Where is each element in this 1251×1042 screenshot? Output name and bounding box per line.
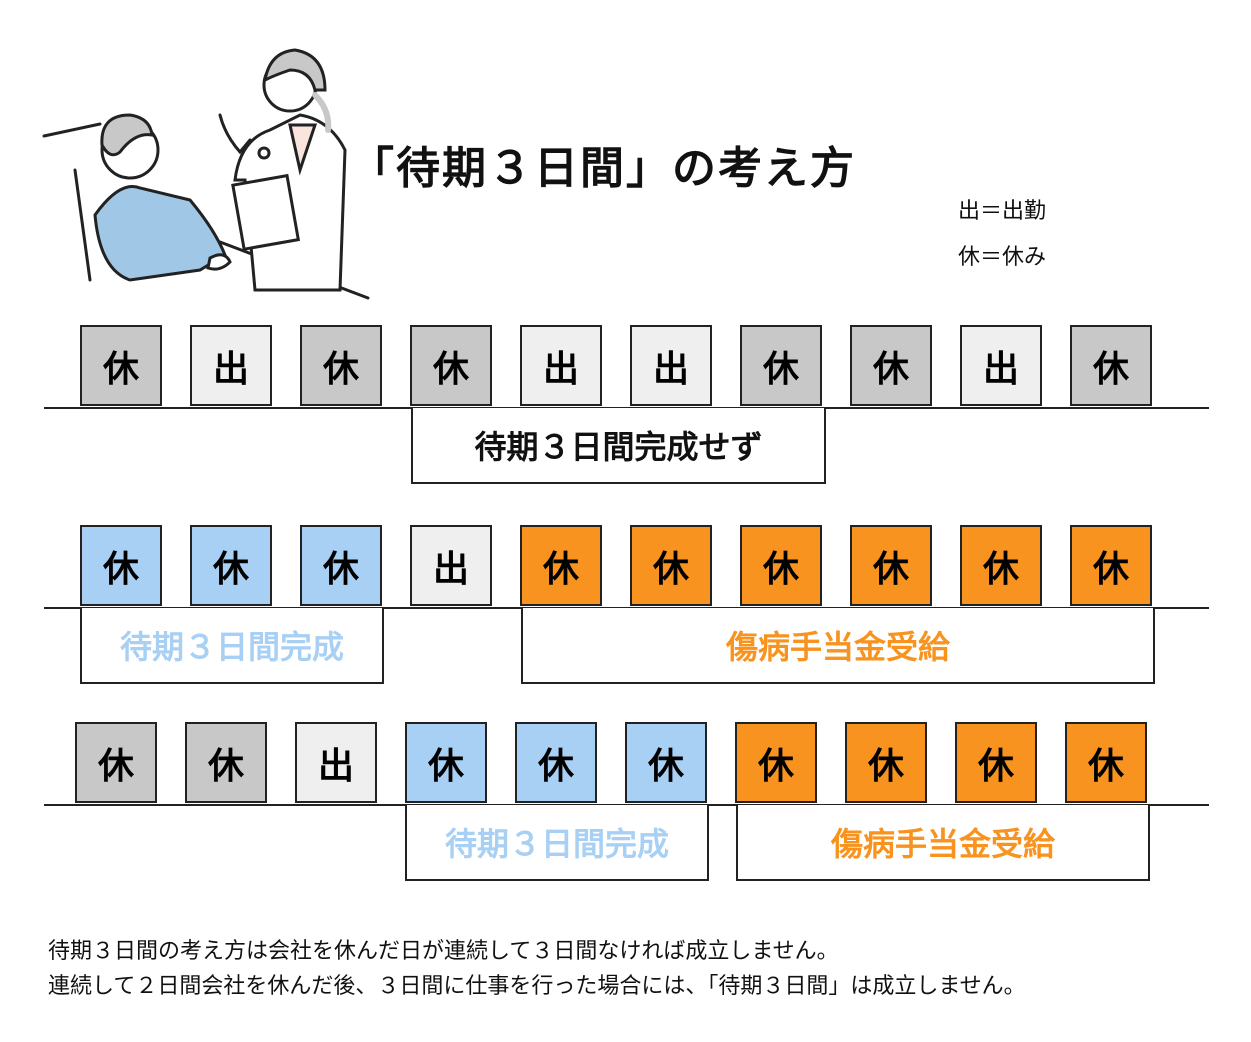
period-label: 待期３日間完成せず — [411, 408, 826, 484]
day-box-off_gray: 休 — [1070, 325, 1152, 406]
period-label: 待期３日間完成 — [80, 608, 384, 684]
legend-off: 休＝休み — [958, 245, 1047, 270]
day-box-off_gray: 休 — [410, 325, 492, 406]
day-box-benefit: 休 — [740, 525, 822, 606]
day-box-benefit: 休 — [1065, 722, 1147, 803]
day-box-benefit: 休 — [850, 525, 932, 606]
day-box-waiting: 休 — [190, 525, 272, 606]
day-box-waiting: 休 — [300, 525, 382, 606]
day-box-off_gray: 休 — [850, 325, 932, 406]
day-box-benefit: 休 — [735, 722, 817, 803]
day-box-off_gray: 休 — [80, 325, 162, 406]
day-box-work: 出 — [295, 722, 377, 803]
day-box-work: 出 — [520, 325, 602, 406]
day-box-work: 出 — [190, 325, 272, 406]
day-box-waiting: 休 — [625, 722, 707, 803]
day-box-work: 出 — [630, 325, 712, 406]
day-box-work: 出 — [410, 525, 492, 606]
footer-note-1: 待期３日間の考え方は会社を休んだ日が連続して３日間なければ成立しません。 — [48, 939, 839, 964]
day-box-off_gray: 休 — [75, 722, 157, 803]
day-box-benefit: 休 — [955, 722, 1037, 803]
footer-note-2: 連続して２日間会社を休んだ後、３日間に仕事を行った場合には、「待期３日間」は成立… — [48, 974, 1026, 999]
page-title: 「待期３日間」の考え方 — [350, 143, 856, 194]
day-box-benefit: 休 — [630, 525, 712, 606]
legend-work: 出＝出勤 — [958, 199, 1047, 224]
doctor-patient-illustration — [42, 48, 370, 300]
day-box-benefit: 休 — [845, 722, 927, 803]
day-box-work: 出 — [960, 325, 1042, 406]
day-box-waiting: 休 — [405, 722, 487, 803]
day-box-off_gray: 休 — [300, 325, 382, 406]
period-label: 傷病手当金受給 — [521, 608, 1155, 684]
day-box-off_gray: 休 — [185, 722, 267, 803]
period-label: 待期３日間完成 — [405, 805, 709, 881]
day-box-benefit: 休 — [520, 525, 602, 606]
day-box-benefit: 休 — [960, 525, 1042, 606]
day-box-off_gray: 休 — [740, 325, 822, 406]
day-box-waiting: 休 — [515, 722, 597, 803]
period-label: 傷病手当金受給 — [736, 805, 1150, 881]
day-box-benefit: 休 — [1070, 525, 1152, 606]
day-box-waiting: 休 — [80, 525, 162, 606]
